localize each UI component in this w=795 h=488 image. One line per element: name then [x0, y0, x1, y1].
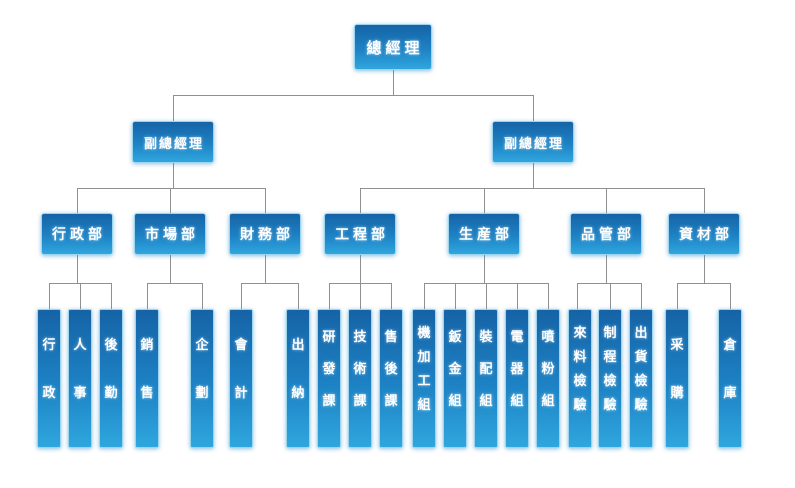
- org-unit-label: 會計: [234, 337, 248, 401]
- connector-line: [704, 188, 705, 213]
- connector-line: [455, 283, 456, 309]
- org-unit-label: 行政: [42, 337, 56, 401]
- connector-line: [486, 283, 487, 309]
- org-node-dept-marketing: 市場部: [134, 213, 206, 255]
- org-unit-process-qc: 制程檢驗: [598, 309, 622, 448]
- connector-line: [533, 163, 534, 188]
- org-unit-sheet-metal: 鈑金組: [443, 309, 467, 448]
- connector-line: [484, 188, 485, 213]
- org-unit-admin-affairs: 行政: [37, 309, 61, 448]
- connector-line: [173, 95, 174, 121]
- org-unit-label: 采購: [670, 337, 684, 401]
- connector-line: [77, 188, 266, 189]
- connector-line: [170, 188, 171, 213]
- org-unit-label: 噴粉組: [541, 329, 555, 409]
- org-unit-electrical: 電器組: [505, 309, 529, 448]
- org-unit-label: 制程檢驗: [603, 325, 617, 413]
- connector-line: [577, 283, 578, 309]
- org-unit-label: 裝配組: [479, 329, 493, 409]
- org-node-deputy-gm-left: 副總經理: [132, 121, 214, 163]
- org-node-deputy-gm-right: 副總經理: [492, 121, 574, 163]
- connector-line: [147, 283, 203, 284]
- connector-line: [80, 283, 81, 309]
- org-unit-rnd: 研發課: [317, 309, 341, 448]
- connector-line: [173, 95, 534, 96]
- connector-line: [610, 283, 611, 309]
- connector-line: [730, 283, 731, 309]
- connector-line: [329, 283, 330, 309]
- org-unit-powder-coating: 噴粉組: [536, 309, 560, 448]
- org-unit-label: 倉庫: [723, 337, 737, 401]
- org-unit-outgoing-qc: 出貨檢驗: [629, 309, 653, 448]
- org-unit-cashier: 出納: [286, 309, 310, 448]
- org-unit-sales: 銷售: [135, 309, 159, 448]
- connector-line: [484, 255, 485, 283]
- connector-line: [606, 255, 607, 283]
- org-unit-label: 後勤: [104, 337, 118, 401]
- org-node-dept-materials: 資材部: [668, 213, 740, 255]
- connector-line: [360, 255, 361, 283]
- connector-line: [704, 255, 705, 283]
- connector-line: [533, 95, 534, 121]
- org-unit-label: 售後課: [384, 329, 398, 409]
- connector-line: [241, 283, 299, 284]
- connector-line: [677, 283, 731, 284]
- connector-line: [241, 283, 242, 309]
- connector-line: [606, 188, 607, 213]
- connector-line: [517, 283, 518, 309]
- connector-line: [577, 283, 642, 284]
- org-unit-planning: 企劃: [190, 309, 214, 448]
- connector-line: [77, 188, 78, 213]
- org-node-dept-production: 生産部: [448, 213, 520, 255]
- org-unit-label: 人事: [73, 337, 87, 401]
- connector-line: [360, 283, 361, 309]
- connector-line: [298, 283, 299, 309]
- connector-line: [173, 163, 174, 188]
- connector-line: [49, 283, 50, 309]
- org-unit-logistics: 後勤: [99, 309, 123, 448]
- org-node-dept-finance: 財務部: [229, 213, 301, 255]
- org-unit-purchasing: 采購: [665, 309, 689, 448]
- connector-line: [265, 255, 266, 283]
- org-unit-label: 銷售: [140, 337, 154, 401]
- org-unit-incoming-qc: 來料檢驗: [568, 309, 592, 448]
- org-unit-label: 出貨檢驗: [634, 325, 648, 413]
- org-unit-hr: 人事: [68, 309, 92, 448]
- connector-line: [424, 283, 425, 309]
- connector-line: [360, 188, 705, 189]
- org-unit-label: 鈑金組: [448, 329, 462, 409]
- connector-line: [548, 283, 549, 309]
- org-node-dept-quality: 品管部: [570, 213, 642, 255]
- org-node-dept-admin: 行政部: [41, 213, 113, 255]
- connector-line: [677, 283, 678, 309]
- org-unit-label: 技術課: [353, 329, 367, 409]
- connector-line: [641, 283, 642, 309]
- connector-line: [111, 283, 112, 309]
- connector-line: [202, 283, 203, 309]
- org-unit-label: 來料檢驗: [573, 325, 587, 413]
- org-node-dept-engineering: 工程部: [324, 213, 396, 255]
- org-unit-warehouse: 倉庫: [718, 309, 742, 448]
- connector-line: [77, 255, 78, 283]
- org-node-general-manager: 總經理: [354, 24, 432, 70]
- connector-line: [147, 283, 148, 309]
- org-unit-accounting: 會計: [229, 309, 253, 448]
- org-unit-label: 研發課: [322, 329, 336, 409]
- connector-line: [393, 70, 394, 95]
- org-unit-machining: 機加工組: [412, 309, 436, 448]
- connector-line: [170, 255, 171, 283]
- org-unit-after-sales: 售後課: [379, 309, 403, 448]
- connector-line: [265, 188, 266, 213]
- org-unit-label: 出納: [291, 337, 305, 401]
- org-unit-label: 電器組: [510, 329, 524, 409]
- connector-line: [391, 283, 392, 309]
- org-unit-assembly: 裝配組: [474, 309, 498, 448]
- org-unit-technical: 技術課: [348, 309, 372, 448]
- org-unit-label: 企劃: [195, 337, 209, 401]
- org-unit-label: 機加工組: [417, 325, 431, 413]
- connector-line: [360, 188, 361, 213]
